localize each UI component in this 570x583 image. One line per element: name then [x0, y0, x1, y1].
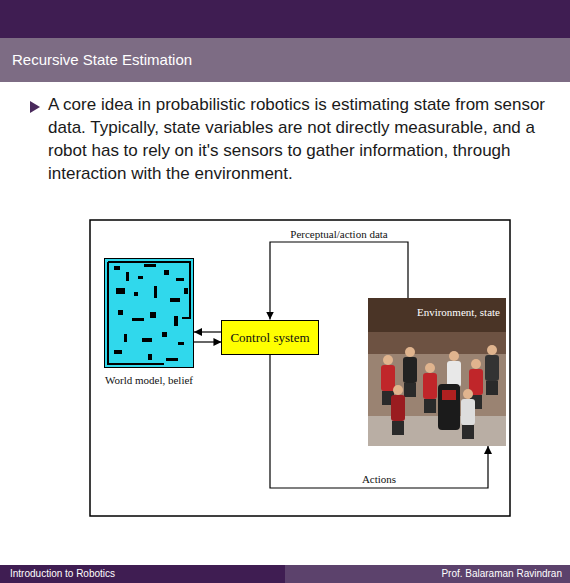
bullet-marker	[30, 101, 40, 113]
map-illustration	[104, 258, 194, 368]
map-obstacle	[174, 316, 178, 326]
map-obstacle	[134, 292, 138, 296]
map-obstacle	[184, 288, 188, 294]
map-obstacle	[166, 358, 178, 361]
robot-figure	[442, 390, 456, 400]
map-obstacle	[150, 312, 156, 318]
figure-frame	[90, 220, 510, 516]
map-obstacle	[144, 264, 156, 267]
map-obstacle	[178, 342, 184, 345]
map-obstacle	[170, 298, 180, 302]
map-obstacle	[114, 350, 122, 354]
edge-label: Perceptual/action data	[288, 228, 389, 241]
photo-floor	[368, 416, 506, 446]
map-obstacle	[162, 332, 167, 337]
map-wall	[108, 262, 190, 364]
title-band	[0, 38, 570, 82]
map-obstacle	[126, 272, 129, 281]
person-figure	[461, 389, 475, 439]
map-obstacle	[154, 286, 157, 298]
photo-wall	[368, 332, 506, 354]
person-figure	[423, 363, 437, 413]
top-band	[0, 0, 570, 38]
map-obstacle	[124, 334, 127, 342]
control-system-box: Control system	[221, 320, 318, 355]
connector-arrow	[194, 341, 221, 342]
connector-arrow	[194, 331, 221, 332]
person-figure	[391, 385, 405, 435]
photo-label: Environment, state	[417, 306, 500, 319]
map-obstacle	[116, 288, 125, 294]
caption-text: World model, belief	[90, 374, 208, 387]
map-obstacle	[132, 318, 144, 321]
environment-node: Environment, state	[368, 298, 506, 446]
robot-figure	[438, 384, 460, 430]
photo-wall	[368, 298, 506, 332]
slide-title: Recursive State Estimation	[12, 38, 192, 82]
footer-text: Introduction to Robotics	[10, 565, 115, 583]
bullet-text: A core idea in probabilistic robotics is…	[48, 93, 548, 185]
edge-label: Actions	[360, 473, 398, 486]
map-obstacle	[138, 276, 143, 279]
person-figure	[403, 347, 417, 397]
box-label: Control system	[230, 330, 309, 345]
world-model-node: World model, belief	[90, 258, 208, 387]
map-obstacle	[142, 338, 152, 342]
map-obstacle	[164, 270, 169, 275]
footer-text: Prof. Balaraman Ravindran	[441, 565, 562, 583]
map-obstacle	[148, 354, 152, 360]
photo-ground	[368, 298, 506, 446]
environment-photo	[368, 298, 506, 446]
map-obstacle	[114, 266, 120, 270]
person-figure	[485, 345, 499, 395]
map-area	[105, 259, 194, 368]
footer-band	[0, 565, 285, 583]
footer-band	[285, 565, 570, 583]
map-obstacle	[176, 278, 184, 281]
map-obstacle	[118, 310, 123, 315]
